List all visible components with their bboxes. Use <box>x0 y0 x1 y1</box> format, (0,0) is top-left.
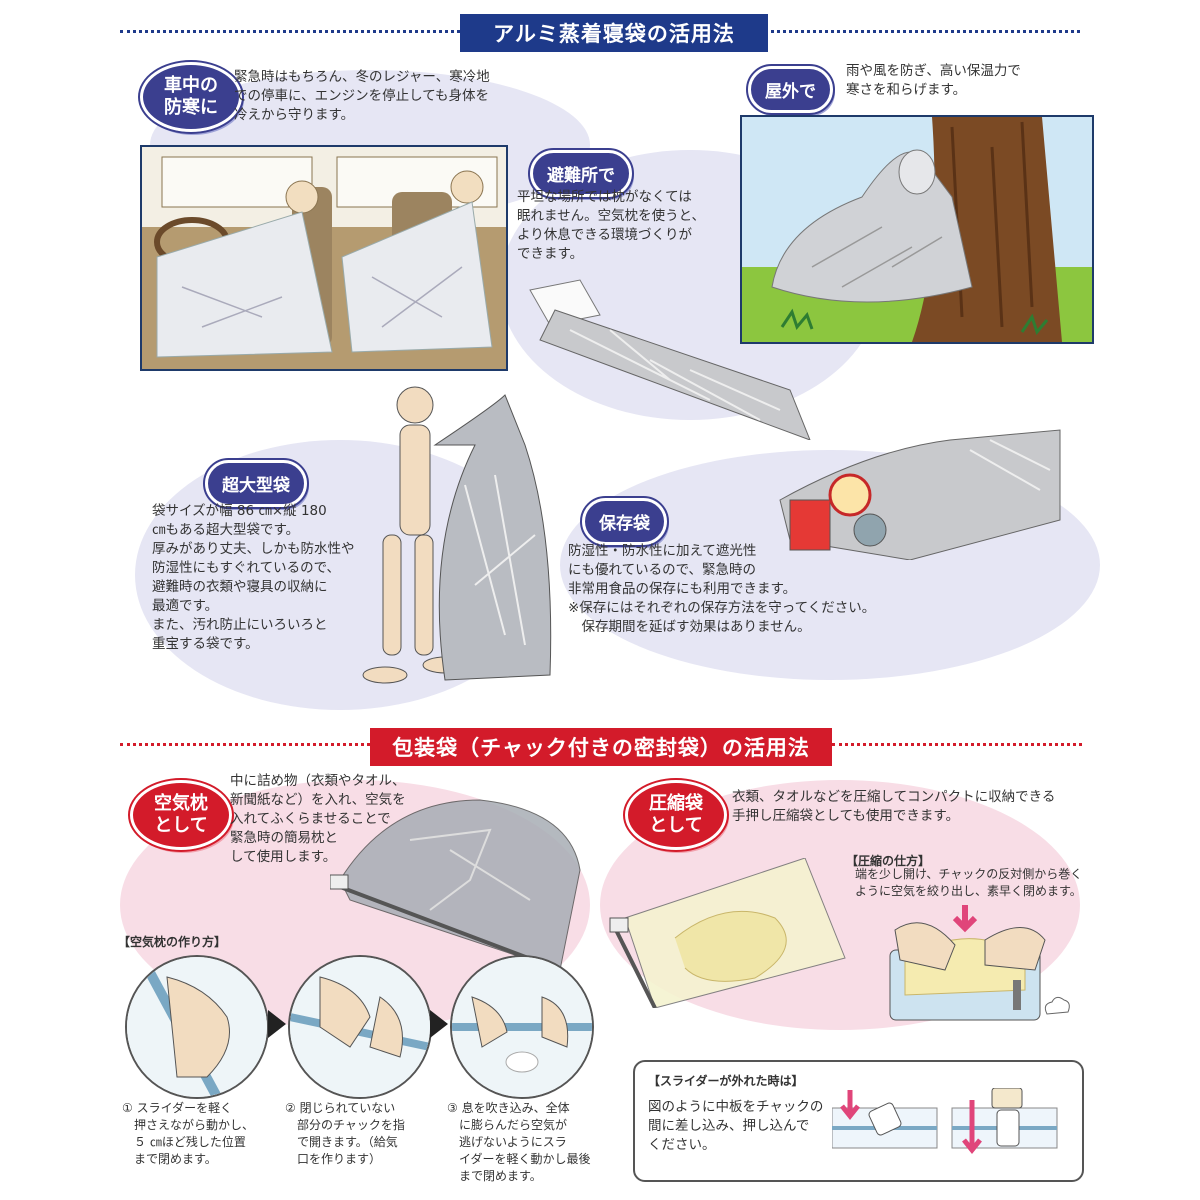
badge-car-line2: 防寒に <box>164 97 218 118</box>
badge-pillow-line1: 空気枕 <box>154 793 208 814</box>
pillow-step1-circle <box>125 955 269 1099</box>
zip-bag-pillow-icon <box>330 799 581 972</box>
badge-car-line1: 車中の <box>164 75 218 96</box>
compress-howto-label: 【圧縮の仕方】 <box>846 854 931 868</box>
badge-shelter: 避難所で <box>528 148 634 199</box>
pillow-step2-text: ② 閉じられていない 部分のチャックを指 で開きます。（給気 口を作ります） <box>285 1101 405 1166</box>
zip-bag-compress-icon <box>609 858 846 1008</box>
badge-car: 車中の 防寒に <box>138 60 244 134</box>
compress-howto-text: 端を少し開け、チャックの反対側から巻く ように空気を絞り出し、素早く閉めます。 <box>855 867 1083 898</box>
large-bag-text: 袋サイズが幅 86 ㎝×縦 180 ㎝もある超大型袋です。 厚みがあり丈夫、しか… <box>152 503 355 652</box>
badge-compress-line1: 圧縮袋 <box>649 793 703 814</box>
storage-text: 防湿性・防水性に加えて遮光性 にも優れているので、緊急時の 非常用食品の保存にも… <box>568 543 876 635</box>
car-text: 緊急時はもちろん、冬のレジャー、寒冷地 での停車に、エンジンを停止しても身体を … <box>234 69 490 123</box>
hand-close-zipper-icon <box>452 957 592 1097</box>
badge-compress-line2: として <box>649 815 703 836</box>
hand-open-zipper-icon <box>290 957 430 1097</box>
pillow-step1-text: ① スライダーを軽く 押さえながら動かし、 ５ ㎝ほど残した位置 まで閉めます。 <box>122 1101 255 1166</box>
badge-storage: 保存袋 <box>580 496 669 547</box>
section2-divider-right <box>832 743 1082 746</box>
badge-compress: 圧縮袋 として <box>623 778 729 852</box>
hands-pressing-bag-icon <box>889 905 1046 1021</box>
pillow-step3-circle <box>450 955 594 1099</box>
hand-slider-icon <box>127 957 267 1097</box>
badge-pillow-line2: として <box>154 815 208 836</box>
mannequin-with-bag-icon <box>362 386 552 684</box>
air-puff-icon <box>1044 996 1070 1015</box>
tree-icon <box>742 117 1092 342</box>
arrow-right-icon-1 <box>268 1010 286 1038</box>
compress-text: 衣類、タオルなどを圧縮してコンパクトに収納できる 手押し圧縮袋としても使用できま… <box>732 789 1056 824</box>
pillow-text: 中に詰め物（衣類やタオル、 新聞紙など）を入れ、空気を 入れてふくらませることで… <box>230 773 406 865</box>
slider-repair-diagram <box>832 1088 1058 1155</box>
section1-divider-right <box>760 30 1080 33</box>
section2-divider-left <box>120 743 370 746</box>
silver-bag-shelter-icon <box>529 279 811 440</box>
badge-outdoor: 屋外で <box>746 64 835 115</box>
pillow-step2-circle <box>288 955 432 1099</box>
outdoor-illustration <box>740 115 1094 344</box>
section2-title: 包装袋（チャック付きの密封袋）の活用法 <box>370 728 832 766</box>
slider-text: 図のように中板をチャックの 間に差し込み、押し込んで ください。 <box>648 1099 824 1153</box>
slider-label: 【スライダーが外れた時は】 <box>648 1074 804 1088</box>
badge-large-bag: 超大型袋 <box>203 458 309 509</box>
outdoor-text: 雨や風を防ぎ、高い保温力で 寒さを和らげます。 <box>846 63 1021 98</box>
badge-pillow: 空気枕 として <box>128 778 234 852</box>
car-interior-icon <box>142 147 506 369</box>
shelter-text: 平坦な場所では枕がなくては 眠れません。空気枕を使うと、 より休息できる環境づく… <box>517 189 706 262</box>
section1-title: アルミ蒸着寝袋の活用法 <box>460 14 768 52</box>
car-illustration <box>140 145 508 371</box>
section1-divider-left <box>120 30 460 33</box>
storage-bag-icon <box>779 429 1061 560</box>
pillow-howto-label: 【空気枕の作り方】 <box>118 935 227 949</box>
arrow-right-icon-2 <box>430 1010 448 1038</box>
pillow-step3-text: ③ 息を吹き込み、全体 に膨らんだら空気が 逃げないようにスラ イダーを軽く動か… <box>447 1101 591 1183</box>
